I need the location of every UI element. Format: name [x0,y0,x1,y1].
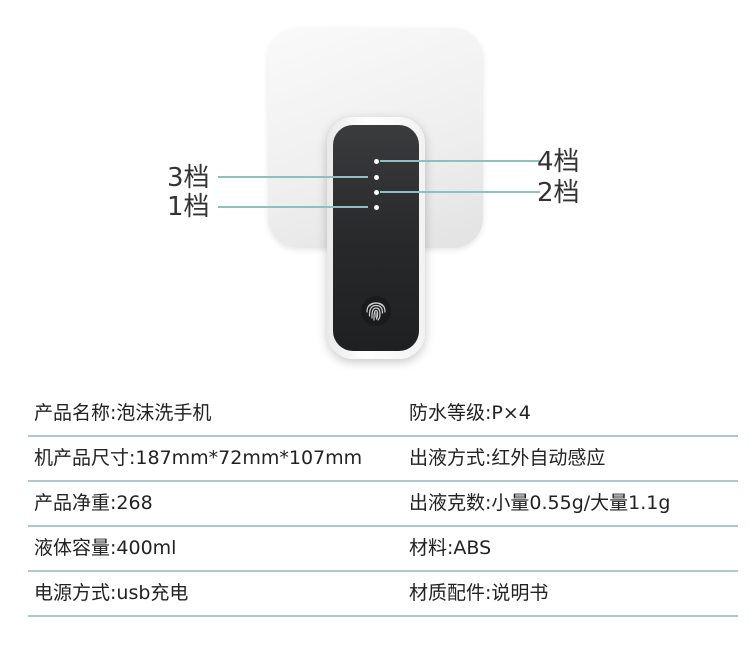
soap-dispenser-device [327,117,425,359]
spec-waterproof: 防水等级:P×4 [409,402,531,424]
spec-dimensions: 机产品尺寸:187mm*72mm*107mm [34,447,363,469]
device-front-panel [333,125,419,351]
spec-dispense-method: 出液方式:红外自动感应 [409,447,606,469]
spec-power: 电源方式:usb充电 [34,582,189,604]
table-row: 电源方式:usb充电 材质配件:说明书 [28,572,738,617]
level-indicator-4 [374,159,379,164]
level-2-line [380,191,540,193]
spec-accessories: 材质配件:说明书 [409,582,549,604]
fingerprint-icon [361,296,391,326]
table-row: 机产品尺寸:187mm*72mm*107mm 出液方式:红外自动感应 [28,437,738,482]
level-4-label: 4档 [537,147,580,177]
level-indicator-1 [374,205,379,210]
spec-product-name: 产品名称:泡沫洗手机 [34,402,212,424]
level-3-line [218,176,368,178]
level-3-label: 3档 [167,163,210,193]
spec-capacity: 液体容量:400ml [34,537,177,559]
level-1-label: 1档 [167,192,210,222]
spec-dispense-amount: 出液克数:小量0.55g/大量1.1g [409,492,671,514]
spec-table: 产品名称:泡沫洗手机 防水等级:P×4 机产品尺寸:187mm*72mm*107… [28,392,738,617]
spec-net-weight: 产品净重:268 [34,492,153,514]
level-4-line [380,160,540,162]
table-row: 产品净重:268 出液克数:小量0.55g/大量1.1g [28,482,738,527]
level-2-label: 2档 [537,178,580,208]
product-illustration: 4档 3档 2档 1档 [167,28,580,359]
level-indicator-2 [374,190,379,195]
level-indicator-3 [374,175,379,180]
table-row: 液体容量:400ml 材料:ABS [28,527,738,572]
level-1-line [218,206,368,208]
table-row: 产品名称:泡沫洗手机 防水等级:P×4 [28,392,738,437]
spec-material: 材料:ABS [409,537,492,559]
